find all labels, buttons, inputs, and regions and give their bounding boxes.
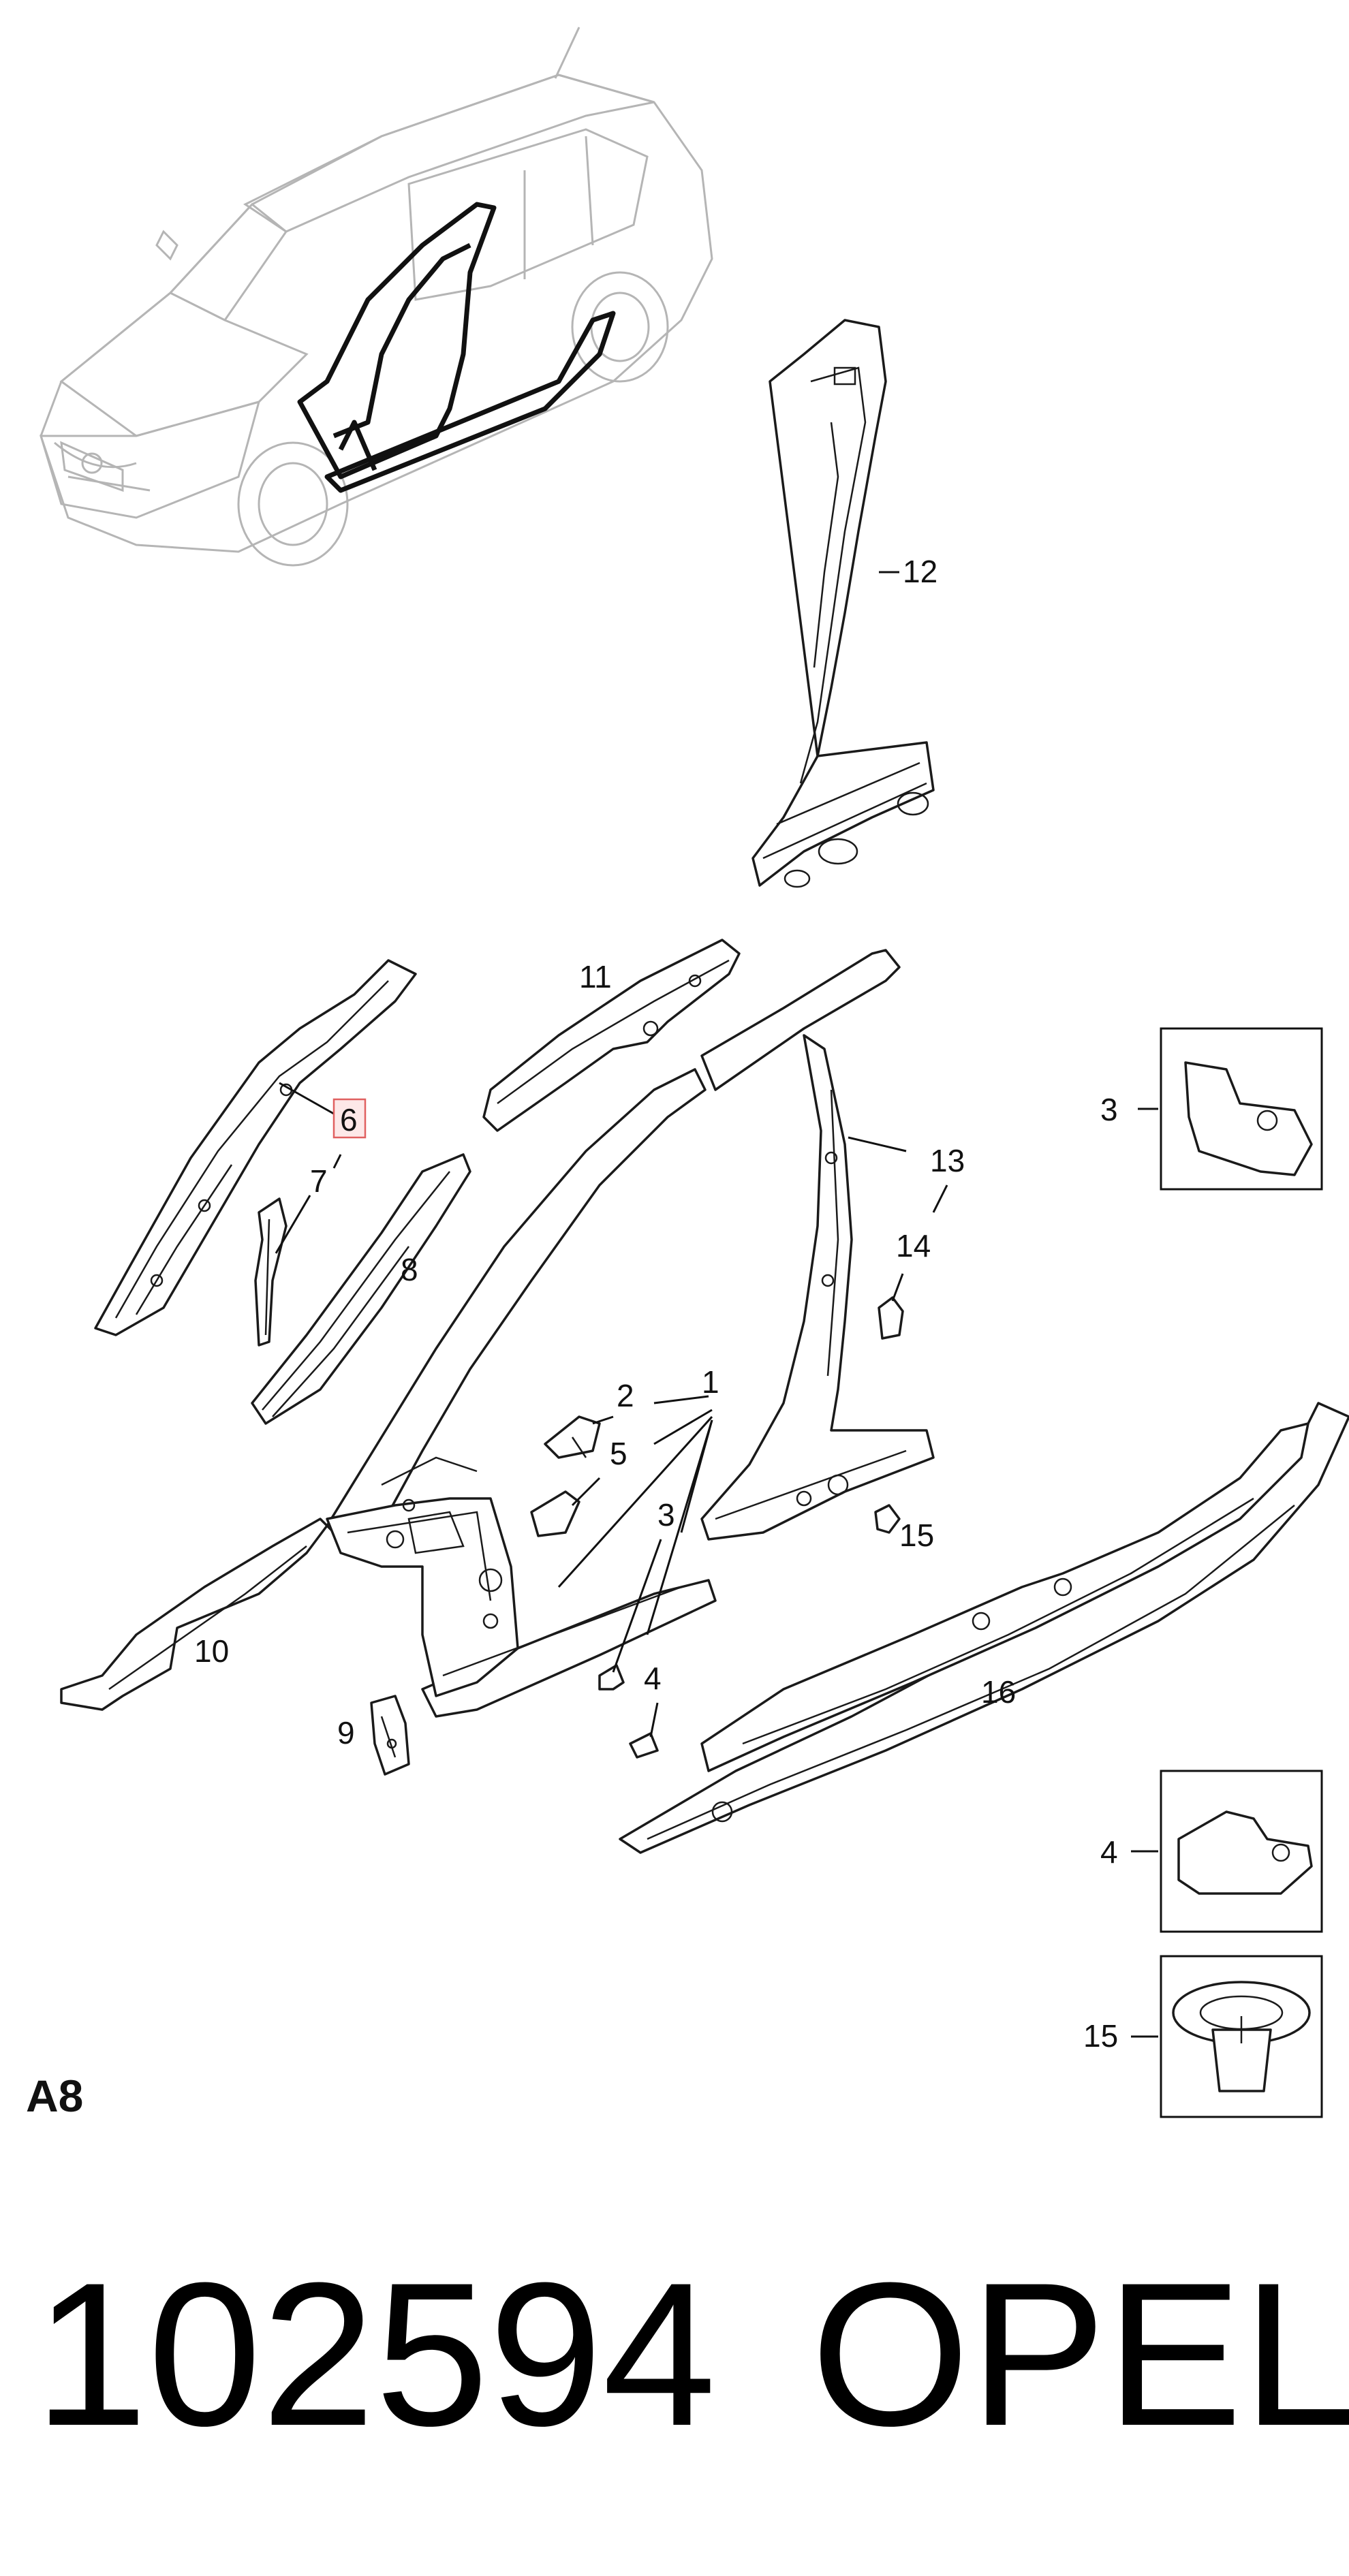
detail-box-3-label: 3 xyxy=(1100,1092,1118,1127)
part-4-clip-in-scene xyxy=(629,1732,659,1759)
part-13-body-side-frame xyxy=(326,949,935,1718)
callout-5: 5 xyxy=(610,1436,627,1471)
callout-6: 6 xyxy=(340,1102,358,1137)
part-5-bracket xyxy=(530,1490,580,1537)
callout-7: 7 xyxy=(310,1163,328,1199)
callout-3: 3 xyxy=(657,1497,675,1533)
callout-14: 14 xyxy=(896,1228,931,1263)
part-12-b-pillar xyxy=(751,319,935,888)
callout-12: 12 xyxy=(903,554,937,589)
callout-11: 11 xyxy=(579,959,612,994)
detail-box-4 xyxy=(1160,1770,1323,1933)
detail-box-3 xyxy=(1160,1027,1323,1191)
highlighted-side-frame xyxy=(297,202,497,480)
part-15-clip-in-scene xyxy=(874,1504,901,1534)
detail-box-15-label: 15 xyxy=(1083,2018,1118,2054)
sheet-label: A8 xyxy=(26,2071,83,2121)
callout-10: 10 xyxy=(194,1633,229,1669)
part-10-panel xyxy=(60,1518,328,1711)
callout-15: 15 xyxy=(899,1518,934,1553)
callout-13: 13 xyxy=(930,1143,965,1178)
brand-name: OPEL xyxy=(811,2240,1349,2468)
callout-16: 16 xyxy=(981,1674,1016,1710)
callout-8: 8 xyxy=(401,1252,418,1287)
detail-box-15 xyxy=(1160,1955,1323,2118)
detail-box-4-label: 4 xyxy=(1100,1834,1118,1870)
part-11-roof-rail xyxy=(482,939,741,1132)
vehicle-overview-illustration xyxy=(39,27,713,567)
part-8-channel xyxy=(251,1153,471,1425)
part-14-clip xyxy=(878,1296,904,1340)
part-16-rocker-panel xyxy=(619,1402,1349,1854)
part-9-bracket xyxy=(370,1695,410,1776)
callout-9: 9 xyxy=(337,1715,355,1750)
callout-4: 4 xyxy=(644,1661,662,1696)
part-2-bracket xyxy=(544,1415,601,1459)
part-6-a-pillar-reinforcement xyxy=(94,959,417,1336)
callout-6-highlight xyxy=(332,1098,367,1139)
part-7-bracket xyxy=(254,1197,288,1347)
callout-2: 2 xyxy=(617,1378,634,1413)
part-3-clip-in-scene xyxy=(598,1664,625,1691)
callout-1: 1 xyxy=(702,1364,719,1400)
part-number: 102594 xyxy=(34,2240,716,2468)
